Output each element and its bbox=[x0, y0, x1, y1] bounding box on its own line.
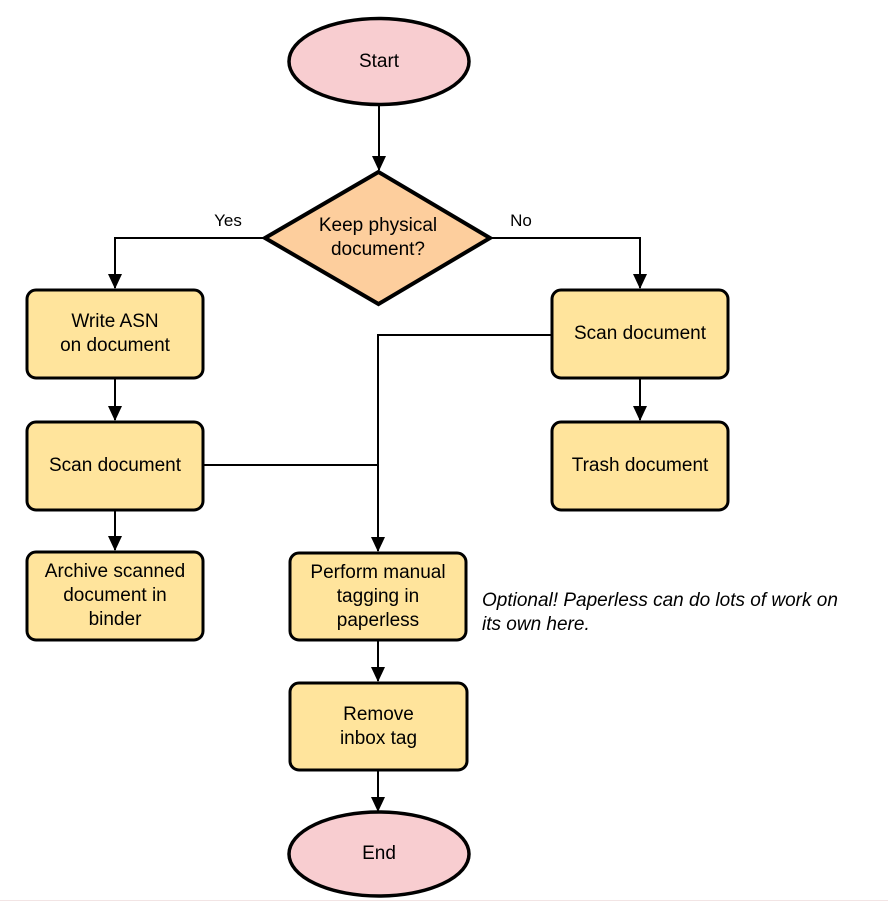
edge-scanright-to-tagging bbox=[371, 334, 552, 552]
scan-document-right-node-shape bbox=[550, 288, 730, 380]
archive-binder-node-label: Archive scanned document in binder bbox=[44, 561, 186, 630]
trash-document-node-label: Trash document bbox=[571, 455, 709, 476]
start-node-label: Start bbox=[358, 50, 400, 72]
trash-document-node-shape bbox=[550, 420, 730, 512]
end-node-label: End bbox=[362, 843, 396, 864]
no-edge-label: No bbox=[510, 211, 532, 230]
edge-decision-yes bbox=[108, 237, 265, 289]
manual-tagging-node-label: Perform manual tagging in paperless bbox=[310, 561, 446, 631]
start-node-shape bbox=[287, 16, 471, 107]
optional-annotation: Optional! Paperless can do lots of work … bbox=[482, 590, 838, 635]
manual-tagging-node-shape bbox=[288, 551, 468, 642]
scan-document-left-node-shape bbox=[25, 420, 205, 512]
connectors bbox=[108, 105, 647, 812]
write-asn-node-shape bbox=[25, 288, 205, 380]
decision-node-label: Keep physical document? bbox=[318, 215, 438, 260]
archive-binder-node-shape bbox=[25, 550, 205, 642]
remove-inbox-tag-node-shape bbox=[288, 681, 469, 772]
scan-document-right-node-label: Scan document bbox=[573, 323, 707, 344]
page-bottom-divider bbox=[0, 900, 888, 901]
scan-document-left-node-label: Scan document bbox=[48, 455, 182, 476]
remove-inbox-tag-node-label: Remove inbox tag bbox=[339, 703, 418, 749]
write-asn-node-label: Write ASN on document bbox=[60, 311, 170, 356]
yes-edge-label: Yes bbox=[214, 211, 242, 230]
decision-node-shape bbox=[261, 169, 494, 307]
end-node-shape bbox=[287, 810, 471, 898]
shapes bbox=[25, 16, 730, 898]
edge-decision-no bbox=[490, 237, 647, 289]
